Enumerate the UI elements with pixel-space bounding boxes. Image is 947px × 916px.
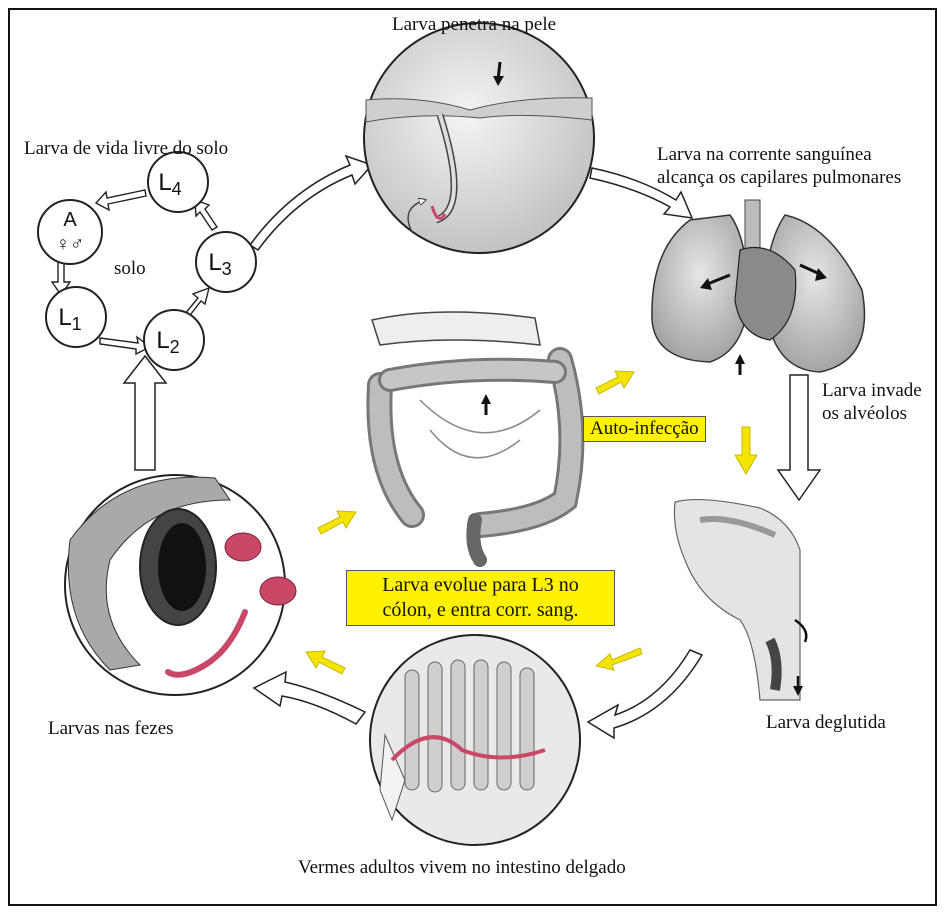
stage-l1-label: L	[58, 304, 71, 331]
stage-l2-sub: 2	[170, 337, 180, 357]
label-swallowed: Larva deglutida	[766, 712, 886, 734]
autoinfection-box: Auto-infecção	[583, 416, 706, 442]
label-alveoli-line1: Larva invade	[822, 380, 922, 402]
stage-l3-sub: 3	[222, 259, 232, 279]
larva-coil-1	[225, 533, 261, 561]
stage-l4-label: L	[158, 169, 171, 196]
skin-illustration	[364, 23, 594, 253]
arrow-soil-to-skin	[250, 156, 372, 250]
yellow-arrow-intestine-to-feces	[306, 651, 345, 674]
label-adults: Vermes adultos vivem no intestino delgad…	[298, 857, 626, 879]
label-feces: Larvas nas fezes	[48, 718, 174, 740]
yellow-arrow-autoinfection	[735, 427, 757, 474]
stage-l2-label: L	[156, 327, 169, 354]
stage-l3-label: L	[208, 249, 221, 276]
label-free-living: Larva de vida livre do solo	[24, 138, 228, 160]
label-skin: Larva penetra na pele	[392, 14, 556, 36]
larva-coil-2	[260, 577, 296, 605]
yellow-arrow-feces-to-colon	[318, 511, 356, 534]
arrow-L4-to-A	[96, 190, 146, 210]
stage-sexes-label: ♀♂	[56, 234, 85, 255]
lungs-illustration	[652, 200, 865, 375]
colon-illustration	[372, 312, 571, 560]
label-blood-line1: Larva na corrente sanguínea	[657, 144, 872, 166]
small-intestine-illustration	[370, 635, 580, 845]
feces-illustration	[65, 475, 296, 695]
colon-note-line2: cólon, e entra corr. sang.	[347, 598, 614, 623]
yellow-arrow-colon-to-lungs	[596, 371, 634, 394]
stage-l1-sub: 1	[72, 314, 82, 334]
label-blood-line2: alcança os capilares pulmonares	[657, 167, 901, 189]
label-soil: solo	[114, 258, 146, 280]
label-alveoli-line2: os alvéolos	[822, 403, 907, 425]
colon-note-line1: Larva evolue para L3 no	[347, 573, 614, 598]
arrow-feces-to-soil	[124, 356, 166, 470]
stage-adult-label: A	[63, 209, 77, 231]
stage-l4-sub: 4	[172, 179, 182, 199]
pharynx-illustration	[674, 500, 806, 700]
arrow-lungs-to-pharynx	[778, 375, 820, 500]
arrow-intestine-to-feces	[254, 672, 365, 724]
yellow-arrow-pharynx-to-intestine	[596, 648, 642, 670]
autoinfection-label: Auto-infecção	[590, 418, 699, 439]
colon-note-box: Larva evolue para L3 no cólon, e entra c…	[346, 570, 615, 626]
arrow-L1-to-L2	[100, 337, 150, 354]
